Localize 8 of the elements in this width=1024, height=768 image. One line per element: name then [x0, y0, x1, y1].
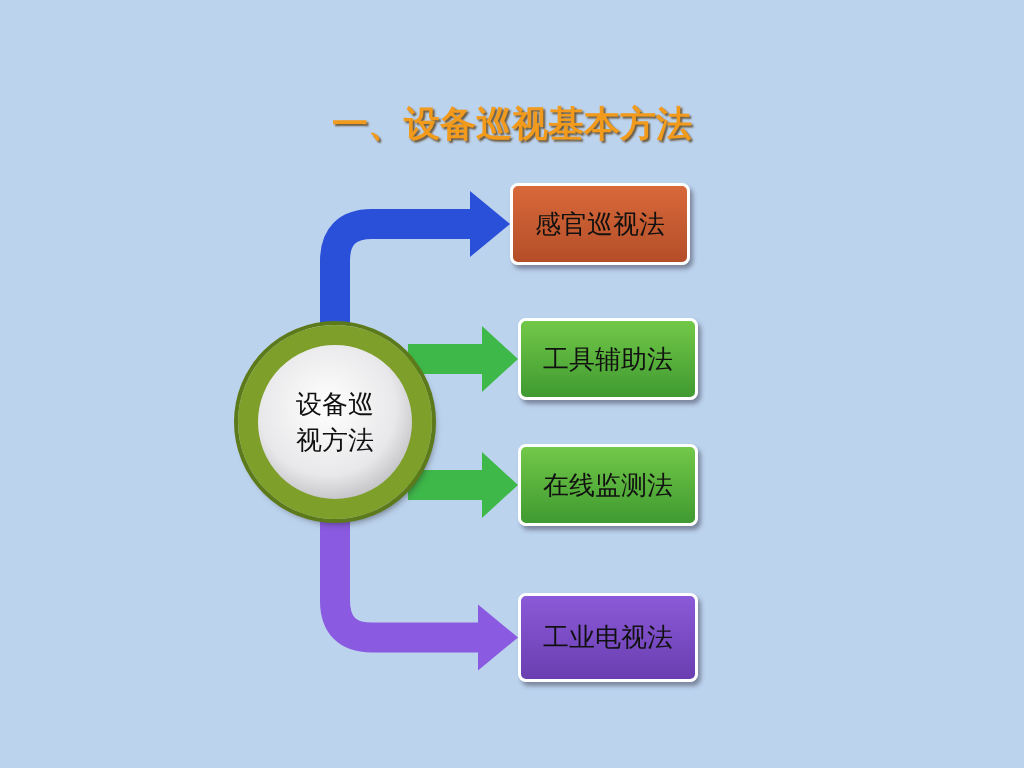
arrow: [407, 326, 518, 392]
method-box: 感官巡视法: [510, 183, 690, 265]
arrow: [407, 452, 518, 518]
arrow: [320, 519, 518, 671]
method-box: 在线监测法: [518, 444, 698, 526]
title: 一、设备巡视基本方法: [331, 102, 693, 146]
method-box: 工业电视法: [518, 593, 698, 682]
method-box: 工具辅助法: [518, 318, 698, 400]
